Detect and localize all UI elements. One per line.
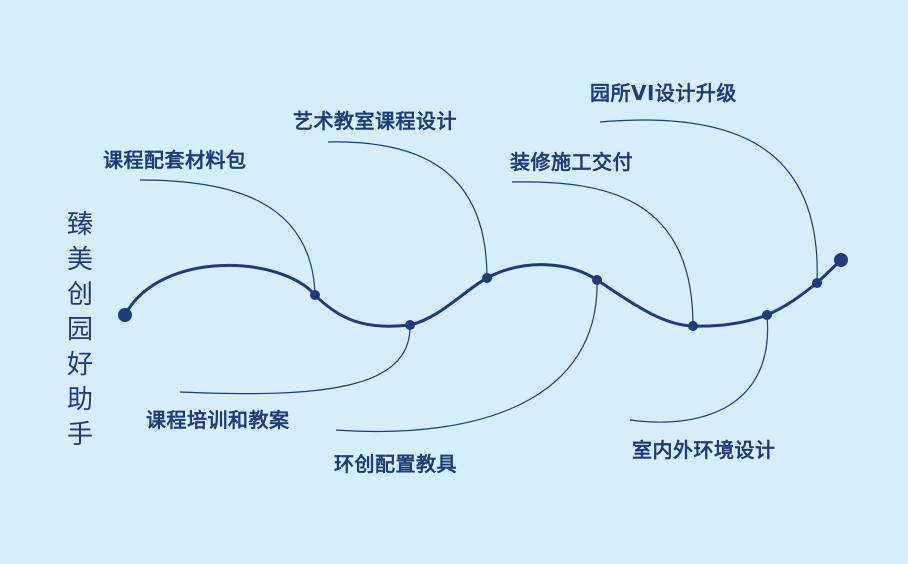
connector-line-top-3 xyxy=(511,181,694,327)
label-renovation-delivery: 装修施工交付 xyxy=(510,150,633,174)
junction-dot-top-2 xyxy=(482,273,492,283)
connector-line-top-4 xyxy=(599,119,818,284)
label-art-classroom-design: 艺术教室课程设计 xyxy=(293,109,457,133)
title-char: 美 xyxy=(66,245,93,275)
title-char: 好 xyxy=(66,350,93,380)
wave-start-dot xyxy=(118,308,132,322)
junction-dot-bottom-3 xyxy=(762,310,772,320)
main-wave-path xyxy=(123,258,843,328)
connector-line-bottom-1 xyxy=(179,324,411,395)
wave-end-dot xyxy=(834,253,848,267)
connector-line-bottom-3 xyxy=(629,314,769,423)
label-indoor-outdoor-design: 室内外环境设计 xyxy=(632,438,776,462)
junction-dot-bottom-2 xyxy=(592,275,602,285)
title-char: 臻 xyxy=(66,210,93,240)
vertical-title: 臻 美 创 园 好 助 手 xyxy=(64,208,96,453)
title-char: 助 xyxy=(66,385,93,415)
label-environment-teaching-aids: 环创配置教具 xyxy=(334,452,457,476)
junction-dot-top-3 xyxy=(688,321,698,331)
connector-line-top-2 xyxy=(327,141,488,279)
junction-dot-bottom-1 xyxy=(405,320,415,330)
junction-dot-top-4 xyxy=(812,278,822,288)
label-training-lesson-plans: 课程培训和教案 xyxy=(146,408,290,432)
title-char: 创 xyxy=(66,280,93,310)
label-course-materials: 课程配套材料包 xyxy=(103,148,247,172)
connector-line-bottom-2 xyxy=(335,279,598,433)
junction-dot-top-1 xyxy=(310,290,320,300)
title-char: 园 xyxy=(66,315,93,345)
title-char: 手 xyxy=(66,420,93,450)
connector-line-top-1 xyxy=(139,179,316,296)
label-vi-design-upgrade: 园所VI设计升级 xyxy=(590,81,737,105)
